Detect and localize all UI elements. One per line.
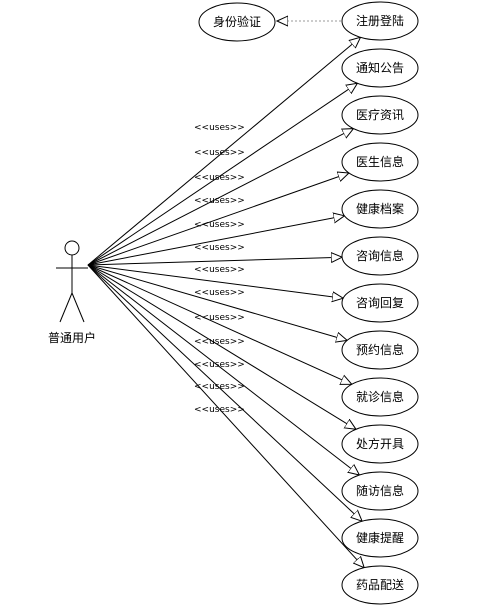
use-case-label: 处方开具	[356, 436, 404, 451]
use-case-label: 预约信息	[356, 342, 404, 357]
actor-name: 普通用户	[48, 330, 96, 345]
actor-right-leg	[71, 292, 85, 323]
uses-label: <<uses>>	[194, 360, 245, 370]
uses-label: <<uses>>	[194, 265, 245, 275]
association-line	[87, 264, 343, 298]
use-case-ellipse	[341, 189, 419, 229]
use-case-label: 通知公告	[356, 61, 404, 75]
use-case-label: 咨询回复	[356, 295, 404, 310]
use-case-3: 医疗资讯	[341, 95, 419, 135]
use-case-8: 预约信息	[341, 330, 419, 370]
uses-label: <<uses>>	[194, 148, 245, 158]
actor-left-leg	[59, 292, 73, 323]
association-line	[87, 264, 352, 384]
uses-label: <<uses>>	[194, 382, 245, 392]
use-case-list: 注册登陆通知公告医疗资讯医生信息健康档案咨询信息咨询回复预约信息就诊信息处方开具…	[341, 1, 419, 605]
uses-label: <<uses>>	[194, 313, 245, 323]
use-case-10: 处方开具	[341, 424, 419, 464]
use-case-ellipse	[341, 518, 419, 558]
use-case-label: 身份验证	[213, 14, 261, 29]
use-case-ellipse	[341, 377, 419, 417]
association-line	[87, 264, 347, 340]
use-case-label: 健康档案	[356, 201, 404, 216]
actor-head	[64, 240, 80, 256]
use-case-label: 就诊信息	[356, 389, 404, 404]
use-case-label: 医疗资讯	[356, 108, 404, 122]
uses-label: <<uses>>	[194, 337, 245, 347]
association-line	[87, 37, 361, 266]
association-line	[87, 264, 362, 521]
uses-label: <<uses>>	[194, 288, 245, 298]
uses-label: <<uses>>	[194, 243, 245, 253]
actor-stick-figure	[56, 240, 88, 323]
association-line	[87, 83, 357, 266]
uses-label: <<uses>>	[194, 173, 245, 183]
use-case-ellipse	[341, 236, 419, 276]
association-line	[87, 264, 356, 429]
uses-labels: <<uses>> <<uses>> <<uses>> <<uses>> <<uses>>…	[194, 123, 245, 415]
association-line	[87, 173, 349, 266]
use-case-6: 咨询信息	[341, 236, 419, 276]
use-case-ellipse	[341, 142, 419, 182]
use-case-label: 注册登陆	[356, 13, 404, 28]
use-case-7: 咨询回复	[341, 283, 419, 323]
association-line	[87, 264, 359, 475]
use-case-2: 通知公告	[341, 48, 419, 88]
use-case-label: 咨询信息	[356, 248, 404, 263]
use-case-4: 医生信息	[341, 142, 419, 182]
use-case-9: 就诊信息	[341, 377, 419, 417]
use-case-ellipse	[341, 424, 419, 464]
use-case-5: 健康档案	[341, 189, 419, 229]
association-line	[87, 216, 345, 266]
use-case-ellipse	[341, 471, 419, 511]
use-case-ellipse	[341, 565, 419, 605]
use-case-1: 注册登陆	[341, 1, 419, 41]
uses-label: <<uses>>	[194, 220, 245, 230]
uses-label: <<uses>>	[194, 123, 245, 133]
association-line	[87, 264, 364, 568]
use-case-label: 健康提醒	[356, 530, 404, 545]
use-case-label: 医生信息	[356, 154, 404, 169]
use-case-identity-verification: 身份验证	[198, 2, 276, 42]
uses-label: <<uses>>	[194, 405, 245, 415]
association-lines	[87, 37, 364, 568]
use-case-ellipse	[341, 283, 419, 323]
uses-label: <<uses>>	[194, 196, 245, 206]
use-case-ellipse	[341, 330, 419, 370]
use-case-ellipse	[341, 1, 419, 41]
use-case-label: 随访信息	[356, 483, 404, 498]
use-case-11: 随访信息	[341, 471, 419, 511]
association-line	[87, 129, 354, 266]
use-case-13: 药品配送	[341, 565, 419, 605]
use-case-ellipse	[341, 48, 419, 88]
association-line	[87, 257, 342, 266]
use-case-label: 药品配送	[356, 577, 404, 592]
use-case-ellipse	[341, 95, 419, 135]
use-case-12: 健康提醒	[341, 518, 419, 558]
